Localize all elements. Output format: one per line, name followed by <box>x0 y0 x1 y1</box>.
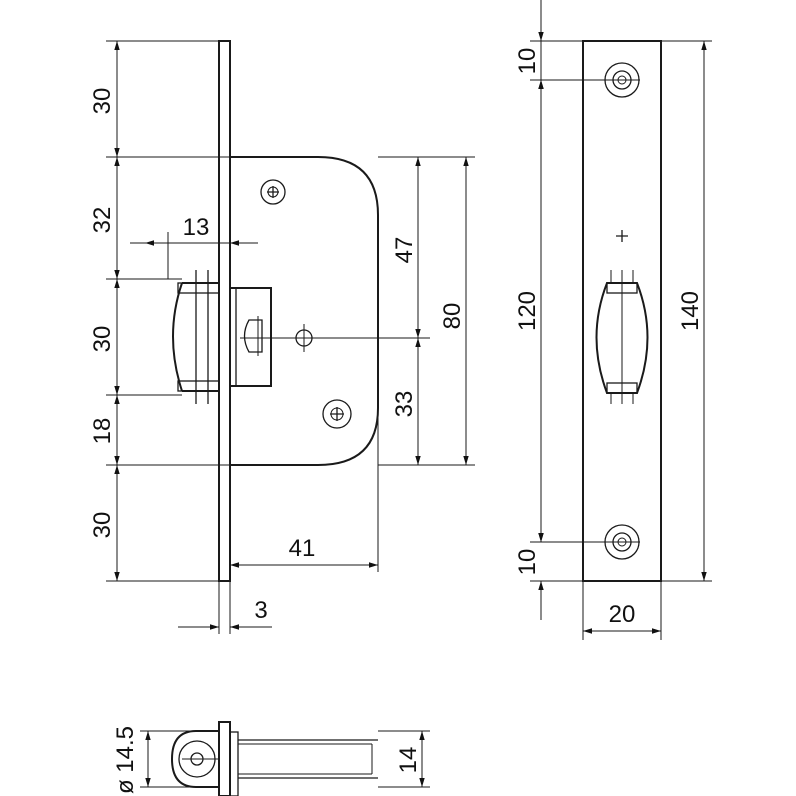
spindle-slot <box>243 319 263 353</box>
latch-roller <box>170 730 219 788</box>
dim-label-32: 32 <box>89 207 116 234</box>
dim-label-14: 14 <box>395 747 422 774</box>
dim-label-18: 18 <box>89 418 116 445</box>
dim-label-47: 47 <box>391 237 418 264</box>
latch-housing <box>229 287 272 387</box>
dim-label-120: 120 <box>514 291 541 331</box>
faceplate-edge <box>218 40 231 582</box>
front-view: 30 32 30 18 30 13 47 33 80 41 3 <box>89 40 475 634</box>
faceplate-view: 10 120 10 140 20 <box>514 0 712 640</box>
dim-label-20: 20 <box>609 601 636 628</box>
dim-label-30-mid: 30 <box>89 326 116 353</box>
dim-label-140: 140 <box>677 291 704 331</box>
dim-label-30-top: 30 <box>89 88 116 115</box>
faceplate <box>582 40 662 582</box>
faceplate-section <box>218 721 231 796</box>
dim-label-33: 33 <box>391 391 418 418</box>
dim-label-diameter: ø 14.5 <box>112 726 139 794</box>
screw-icon <box>322 399 352 429</box>
center-mark-icon <box>616 230 628 242</box>
latch-bolt-curve <box>172 282 183 392</box>
dim-label-3: 3 <box>254 597 267 624</box>
dim-label-13: 13 <box>183 214 210 241</box>
lock-case <box>230 156 379 466</box>
dim-label-30-bottom: 30 <box>89 512 116 539</box>
screw-icon <box>260 179 286 205</box>
dim-label-plate-10-top: 10 <box>514 48 541 75</box>
dim-label-80: 80 <box>439 303 466 330</box>
dim-label-41: 41 <box>289 535 316 562</box>
latch-top-view: ø 14.5 14 <box>112 721 430 796</box>
dim-label-plate-10-bottom: 10 <box>514 549 541 576</box>
